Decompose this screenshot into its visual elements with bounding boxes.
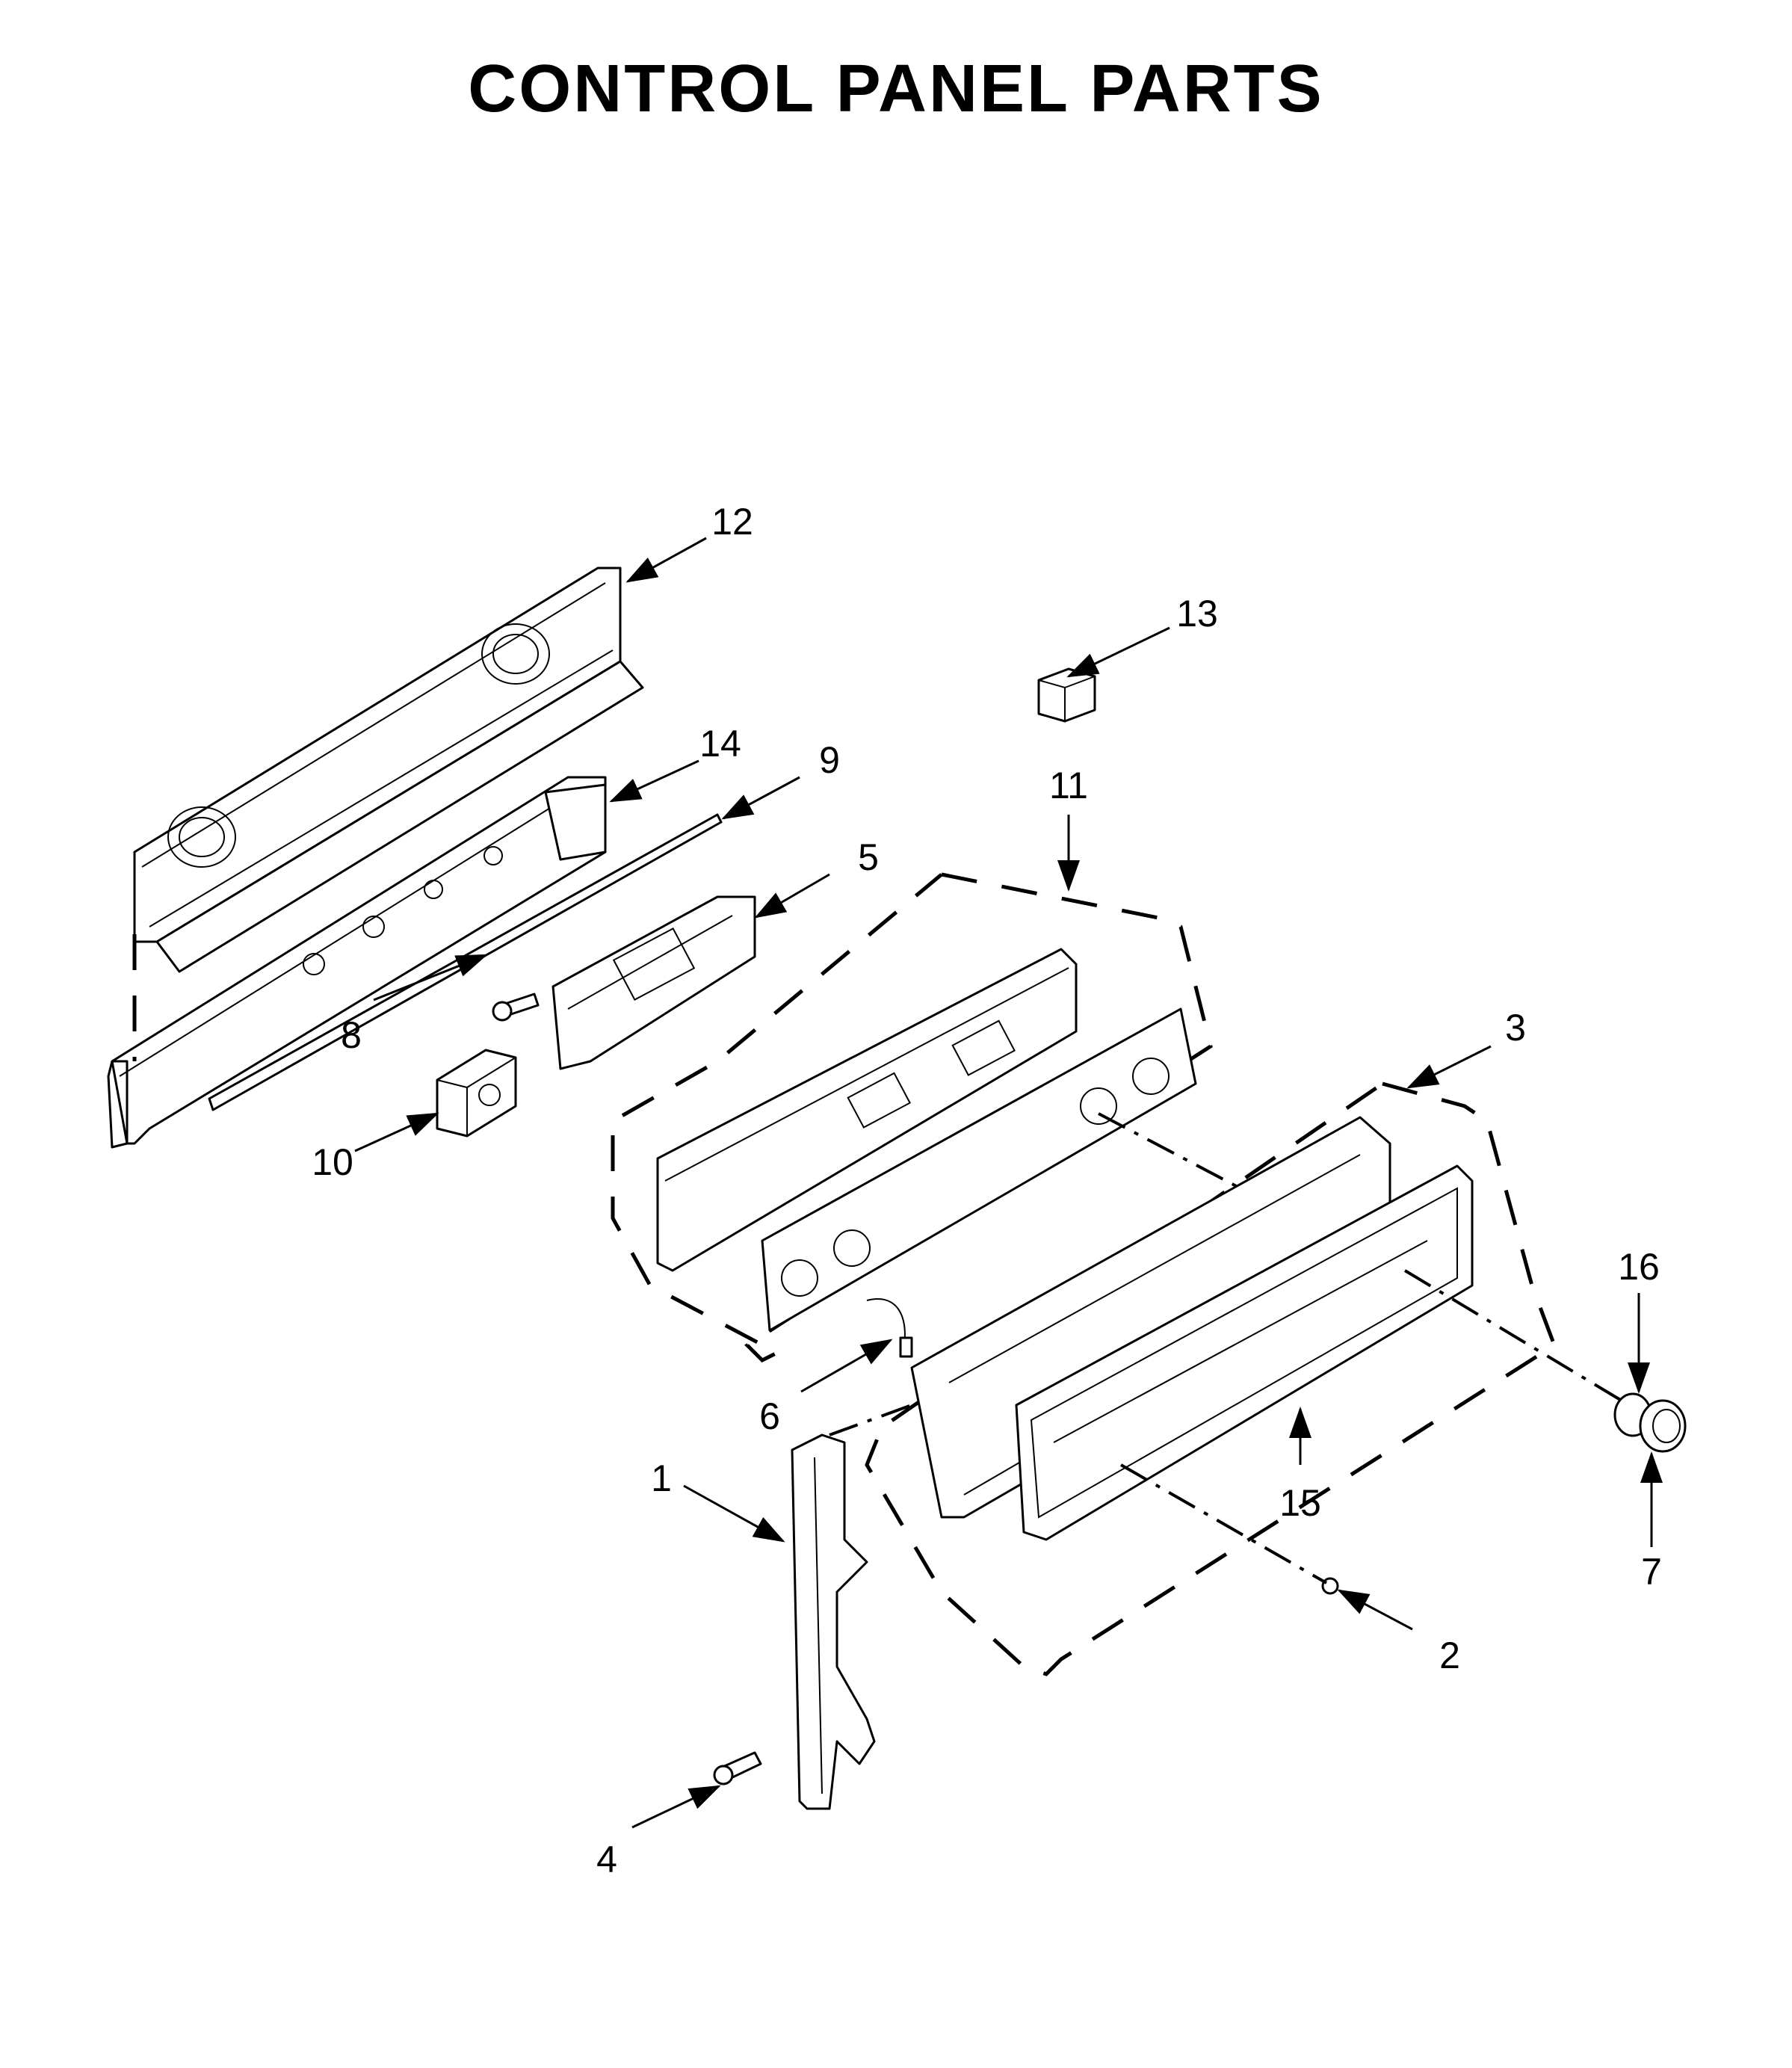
callout-2[interactable]: 2 [1439,1635,1460,1676]
centerline-screw [1120,1463,1327,1584]
part-13-relay[interactable] [1037,667,1096,723]
part-7-knob[interactable] [1639,1399,1687,1453]
callout-4[interactable]: 4 [596,1839,617,1880]
centerline-knob-2 [1403,1269,1631,1407]
callout-5[interactable]: 5 [858,836,879,878]
part-15-glass-frame[interactable] [1015,1164,1474,1541]
callout-7[interactable]: 7 [1641,1551,1662,1593]
part-12-rear-panel[interactable] [133,567,644,973]
callout-14[interactable]: 14 [699,723,741,765]
part-11-control-housing[interactable] [656,948,1197,1332]
callout-13[interactable]: 13 [1176,593,1218,635]
part-4-screw[interactable] [713,1751,762,1785]
callout-9[interactable]: 9 [819,739,840,781]
callout-10[interactable]: 10 [312,1141,353,1183]
part-14-control-bracket[interactable] [107,776,607,1149]
assembly-outline-3 [865,1081,1557,1676]
centerline-front [829,1404,912,1436]
callout-12[interactable]: 12 [711,501,753,543]
callout-15[interactable]: 15 [1279,1482,1321,1524]
assembly-outline-11 [611,872,1213,1363]
part-6-wire-clip[interactable] [866,1298,913,1358]
callout-8[interactable]: 8 [341,1014,362,1056]
part-10-switch[interactable] [436,1049,517,1138]
callout-16[interactable]: 16 [1618,1246,1660,1288]
centerline-knob-1 [1098,1112,1241,1190]
callout-1[interactable]: 1 [651,1457,672,1499]
page-title: CONTROL PANEL PARTS [468,52,1324,126]
callout-3[interactable]: 3 [1505,1007,1526,1049]
part-1-side-bracket[interactable] [791,1433,876,1810]
leader-lines [354,537,1663,1829]
part-5-control-board[interactable] [551,895,756,1070]
callout-11[interactable]: 11 [1049,765,1088,806]
callout-6[interactable]: 6 [759,1395,780,1437]
part-8-screw[interactable] [492,993,540,1022]
